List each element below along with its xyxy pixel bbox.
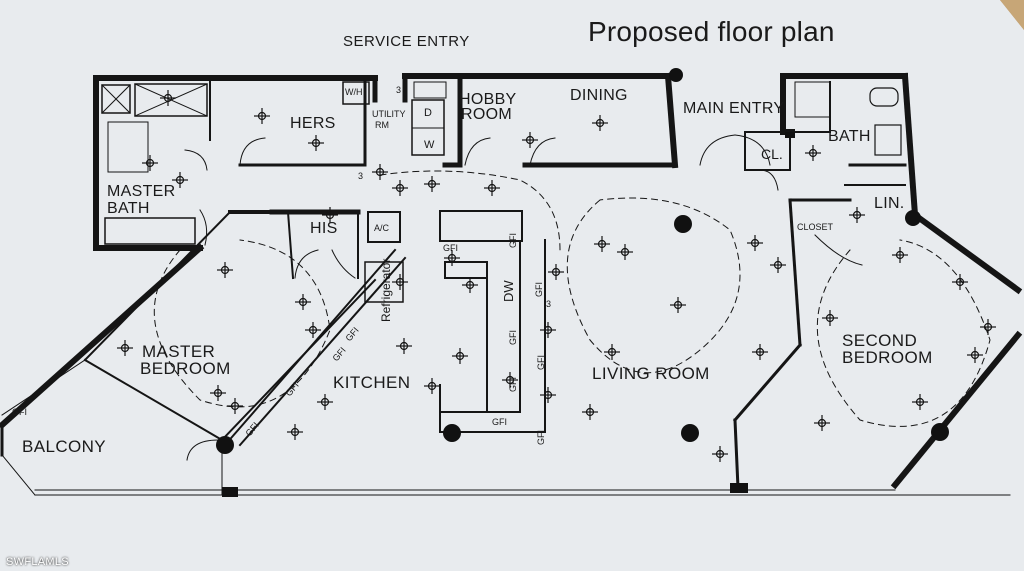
- circuit-number: 3: [358, 171, 364, 181]
- room-living-room: LIVING ROOM: [592, 364, 710, 383]
- circuit-number: 3: [396, 85, 402, 95]
- gfi-label: GFI: [508, 377, 518, 392]
- column-markers: [216, 68, 949, 497]
- room-main-entry: MAIN ENTRY: [683, 100, 785, 117]
- gfi-label: GFI: [536, 430, 546, 445]
- room-cl: CL.: [761, 146, 783, 162]
- label-d: D: [424, 107, 432, 119]
- gfi-label: GFI: [492, 417, 507, 427]
- gfi-label: GFI: [508, 330, 518, 345]
- label-w: W: [424, 139, 435, 151]
- room-lin: LIN.: [874, 195, 905, 212]
- room-master-bedroom-line2: BEDROOM: [140, 359, 231, 378]
- page-title: Proposed floor plan: [588, 16, 835, 47]
- label-refrigerator: Refrigerator: [379, 258, 393, 322]
- gfi-label: GFI: [534, 282, 544, 297]
- room-second-bedroom-line2: BEDROOM: [842, 348, 933, 367]
- room-master-bedroom-line1: MASTER: [142, 342, 216, 361]
- gfi-label: GFI: [12, 407, 27, 417]
- room-bath: BATH: [828, 128, 871, 145]
- room-kitchen: KITCHEN: [333, 373, 411, 392]
- room-master-bath-line2: BATH: [107, 200, 150, 217]
- room-hers: HERS: [290, 115, 336, 132]
- label-utility-rm: RM: [375, 120, 389, 130]
- watermark: SWFLAMLS: [6, 556, 69, 568]
- service-entry-label: SERVICE ENTRY: [343, 33, 470, 50]
- gfi-label: GFI: [508, 233, 518, 248]
- label-utility: UTILITY: [372, 109, 406, 119]
- room-hobby-line2: ROOM: [461, 106, 512, 123]
- gfi-label: GFI: [536, 355, 546, 370]
- room-dining: DINING: [570, 87, 628, 104]
- label-wh: W/H: [345, 87, 363, 97]
- circuit-number: 3: [546, 299, 552, 309]
- label-ac: A/C: [374, 223, 390, 233]
- room-master-bath-line1: MASTER: [107, 183, 176, 200]
- room-second-bedroom-line1: SECOND: [842, 331, 918, 350]
- room-balcony: BALCONY: [22, 437, 107, 456]
- room-his: HIS: [310, 220, 338, 237]
- label-dw: DW: [501, 280, 516, 302]
- room-closet: CLOSET: [797, 222, 834, 232]
- gfi-label: GFI: [443, 243, 458, 253]
- light-fixtures: [117, 90, 996, 462]
- room-hobby-line1: HOBBY: [459, 91, 517, 108]
